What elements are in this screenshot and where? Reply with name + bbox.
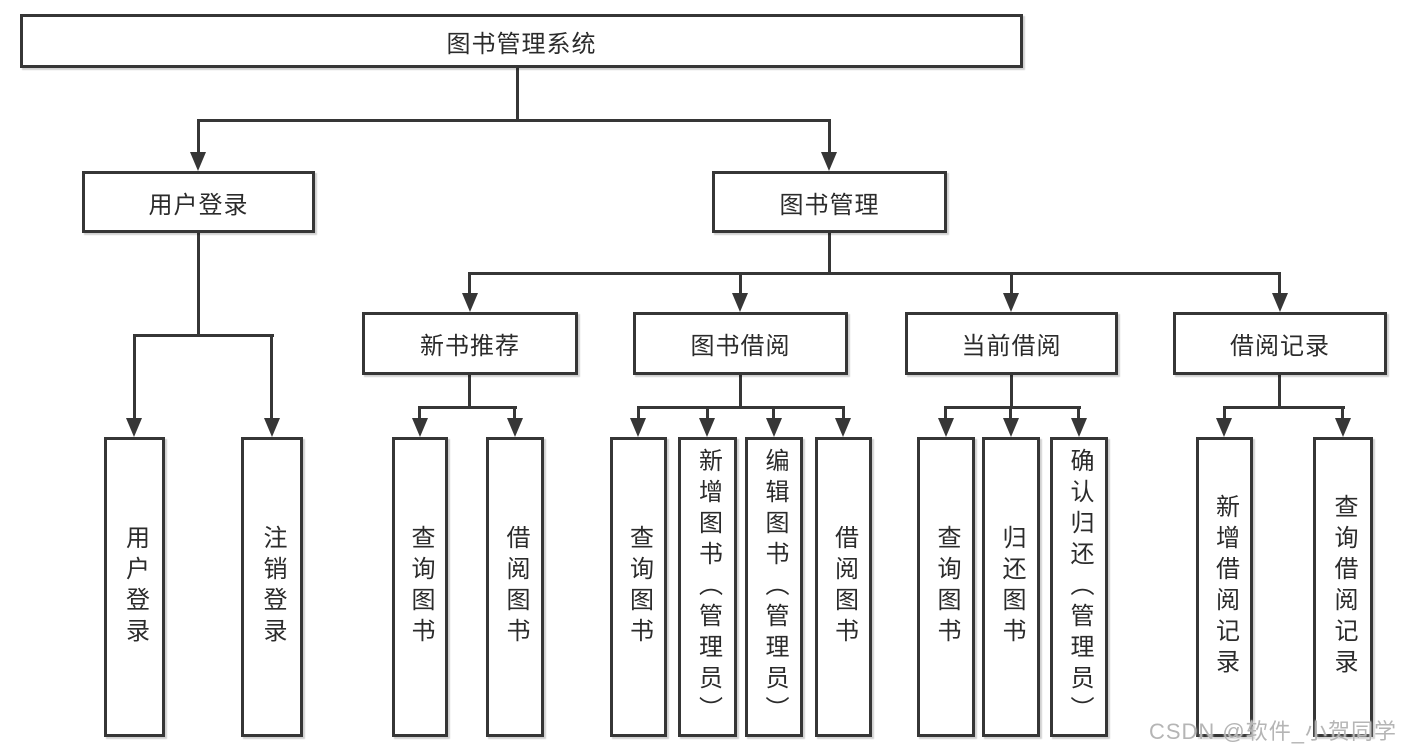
connector-line bbox=[197, 119, 200, 157]
connector-line bbox=[1341, 406, 1344, 422]
node-current-borrowing: 当前借阅 bbox=[905, 312, 1118, 375]
node-leaf-logout: 注销登录 bbox=[241, 437, 303, 737]
edge-arrowhead bbox=[766, 418, 782, 437]
edge-arrowhead bbox=[1272, 293, 1288, 312]
node-leaf-borrow-query-books: 查询图书 bbox=[610, 437, 667, 737]
edge-arrowhead bbox=[821, 152, 837, 171]
connector-line bbox=[1010, 375, 1013, 408]
connector-line bbox=[1009, 406, 1012, 422]
edge-arrowhead bbox=[732, 293, 748, 312]
edge-arrowhead bbox=[507, 418, 523, 437]
connector-line bbox=[468, 375, 471, 408]
node-leaf-return-books: 归还图书 bbox=[982, 437, 1040, 737]
edge-arrowhead bbox=[264, 418, 280, 437]
edge-arrowhead bbox=[1003, 418, 1019, 437]
connector-line bbox=[739, 375, 742, 408]
node-borrow-records: 借阅记录 bbox=[1173, 312, 1387, 375]
connector-line bbox=[772, 406, 775, 422]
connector-line bbox=[418, 406, 517, 409]
connector-line bbox=[944, 406, 1081, 409]
edge-arrowhead bbox=[190, 152, 206, 171]
edge-arrowhead bbox=[1003, 293, 1019, 312]
connector-line bbox=[1077, 406, 1080, 422]
connector-line bbox=[197, 233, 200, 337]
connector-line bbox=[468, 272, 471, 297]
connector-line bbox=[842, 406, 845, 422]
connector-line bbox=[1223, 406, 1226, 422]
node-leaf-user-login: 用户登录 bbox=[104, 437, 165, 737]
node-new-book-recommend: 新书推荐 bbox=[362, 312, 578, 375]
connector-line bbox=[418, 406, 421, 422]
connector-line bbox=[944, 406, 947, 422]
edge-arrowhead bbox=[412, 418, 428, 437]
csdn-watermark: CSDN @软件_小贺同学 bbox=[1148, 719, 1397, 744]
connector-line bbox=[1010, 272, 1013, 297]
node-leaf-edit-books-admin: 编辑图书（管理员） bbox=[745, 437, 803, 737]
node-book-borrowing: 图书借阅 bbox=[633, 312, 848, 375]
node-leaf-current-query-books: 查询图书 bbox=[917, 437, 975, 737]
node-leaf-recommend-query-books: 查询图书 bbox=[392, 437, 448, 737]
edge-arrowhead bbox=[835, 418, 851, 437]
edge-arrowhead bbox=[630, 418, 646, 437]
edge-arrowhead bbox=[938, 418, 954, 437]
connector-line bbox=[270, 334, 273, 420]
edge-arrowhead bbox=[699, 418, 715, 437]
node-library-system: 图书管理系统 bbox=[20, 14, 1023, 68]
connector-line bbox=[1278, 272, 1281, 297]
edge-arrowhead bbox=[1216, 418, 1232, 437]
node-leaf-borrow-books: 借阅图书 bbox=[815, 437, 872, 737]
connector-line bbox=[706, 406, 709, 422]
connector-line bbox=[516, 68, 519, 122]
edge-arrowhead bbox=[1335, 418, 1351, 437]
connector-line bbox=[197, 119, 831, 122]
node-leaf-query-borrow-record: 查询借阅记录 bbox=[1313, 437, 1373, 737]
connector-line bbox=[739, 272, 742, 297]
node-book-management: 图书管理 bbox=[712, 171, 947, 233]
node-leaf-confirm-return-admin: 确认归还（管理员） bbox=[1050, 437, 1108, 737]
node-leaf-recommend-borrow-books: 借阅图书 bbox=[486, 437, 544, 737]
edge-arrowhead bbox=[1071, 418, 1087, 437]
connector-line bbox=[637, 406, 640, 422]
node-leaf-add-borrow-record: 新增借阅记录 bbox=[1196, 437, 1253, 737]
connector-line bbox=[828, 233, 831, 274]
connector-line bbox=[468, 272, 1281, 275]
node-user-login: 用户登录 bbox=[82, 171, 315, 233]
node-leaf-add-books-admin: 新增图书（管理员） bbox=[678, 437, 737, 737]
connector-line bbox=[828, 119, 831, 157]
connector-line bbox=[133, 334, 136, 420]
edge-arrowhead bbox=[126, 418, 142, 437]
connector-line bbox=[1278, 375, 1281, 408]
edge-arrowhead bbox=[462, 293, 478, 312]
connector-line bbox=[133, 334, 274, 337]
connector-line bbox=[1223, 406, 1345, 409]
connector-line bbox=[513, 406, 516, 422]
connector-line bbox=[637, 406, 845, 409]
